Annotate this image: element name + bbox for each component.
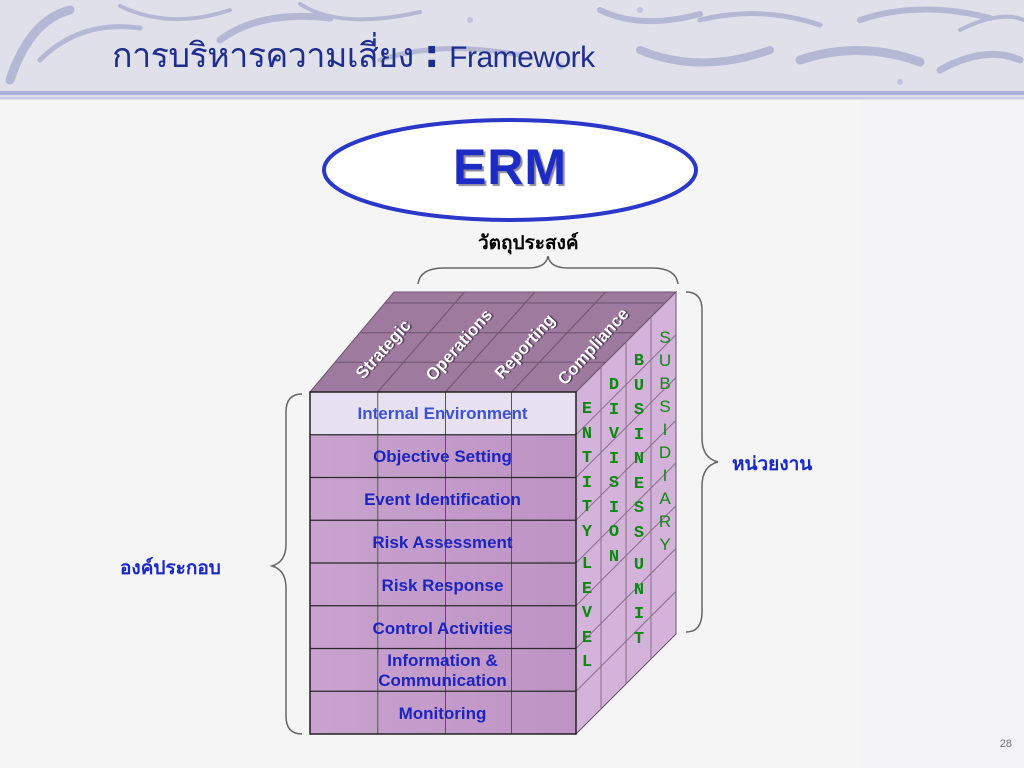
component-control-activities: Control Activities <box>372 618 513 638</box>
component-monitoring: Monitoring <box>398 703 487 723</box>
title-colon: : <box>424 32 439 76</box>
component-event-identification: Event Identification <box>364 489 521 509</box>
objectives-brace <box>417 255 679 285</box>
component-internal-environment: Internal Environment <box>357 403 528 423</box>
component-information-communication: Information & Communication <box>378 650 507 690</box>
units-label: หน่วยงาน <box>732 453 813 475</box>
title-thai: การบริหารความเสี่ยง <box>112 36 414 76</box>
components-brace <box>269 393 303 735</box>
components-label: องค์ประกอบ <box>120 557 221 579</box>
objectives-label: วัตถุประสงค์ <box>478 232 579 254</box>
front-first-row <box>310 392 576 435</box>
component-risk-assessment: Risk Assessment <box>372 532 513 552</box>
page-number: 28 <box>999 738 1012 750</box>
title-rule <box>0 91 1024 95</box>
component-objective-setting: Objective Setting <box>373 446 512 466</box>
units-brace <box>685 291 719 633</box>
title-english: Framework <box>449 41 595 74</box>
slide-title: การบริหารความเสี่ยง : Framework <box>112 28 595 82</box>
component-risk-response: Risk Response <box>381 575 504 595</box>
erm-ellipse <box>322 118 698 222</box>
erm-label: ERM <box>452 139 568 195</box>
title-rule-thin <box>0 97 1024 99</box>
